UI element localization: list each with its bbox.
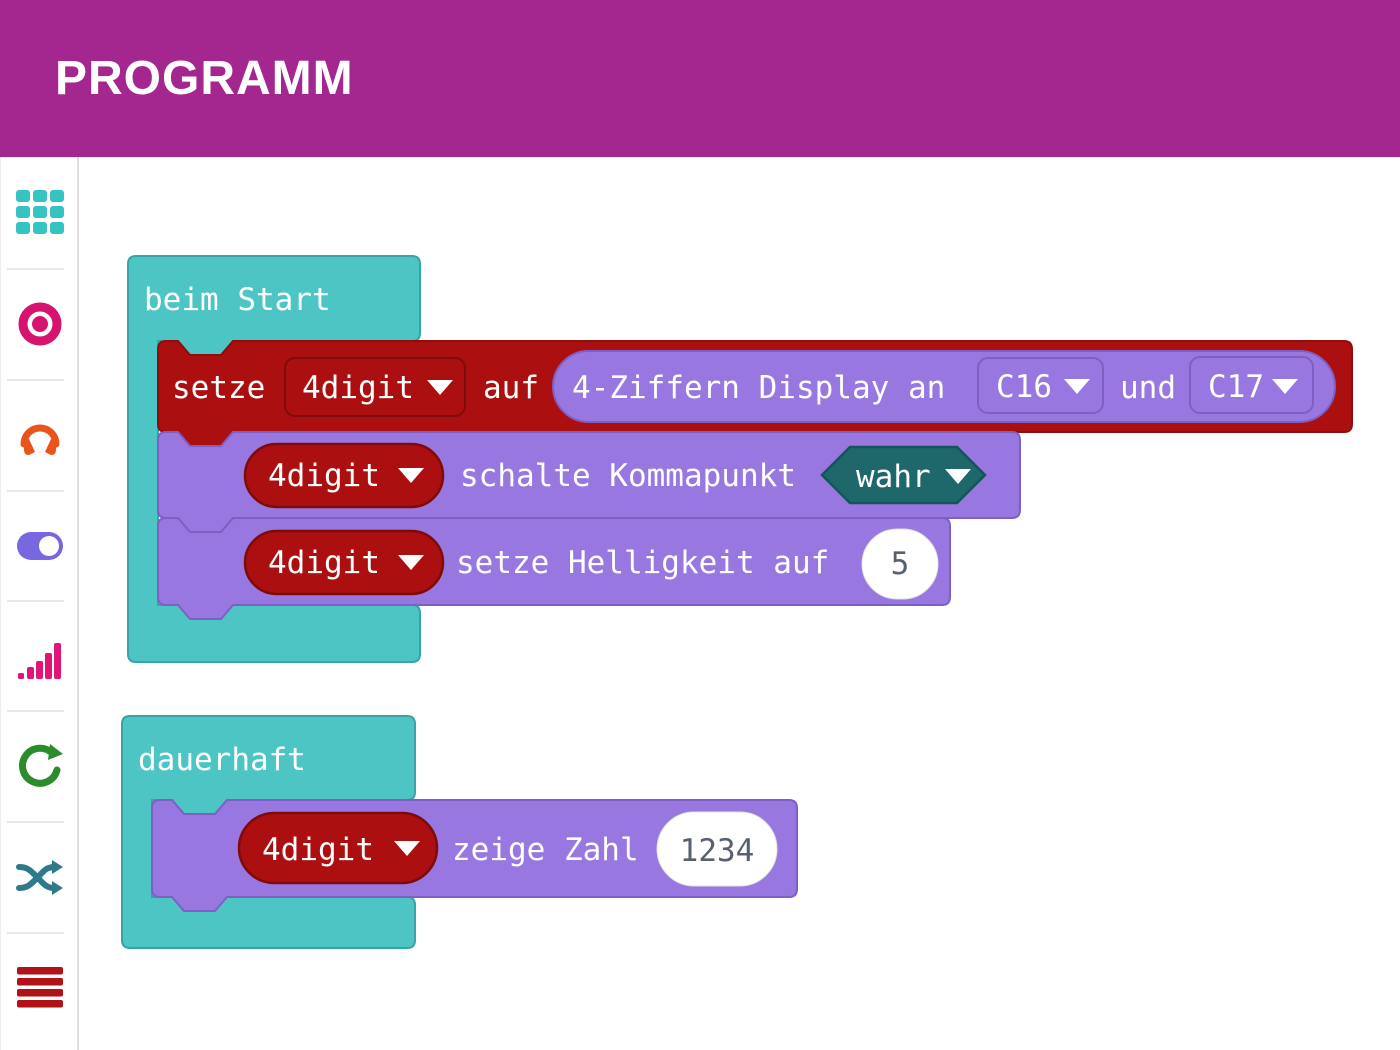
on-start-block[interactable] <box>127 255 421 663</box>
set-prefix-label: setze <box>172 370 265 406</box>
variable-dropdown[interactable] <box>237 811 439 885</box>
number-value-field[interactable] <box>656 811 778 887</box>
dropdown-caret-icon <box>1272 379 1298 394</box>
sidebar-item-headphones[interactable] <box>1 379 78 490</box>
variable-dropdown[interactable] <box>243 529 445 596</box>
dropdown-caret-icon <box>398 468 424 483</box>
refresh-icon <box>18 743 63 787</box>
variable-dropdown-label: 4digit <box>268 458 380 494</box>
toggle-icon <box>16 531 63 560</box>
sidebar-item-menu[interactable] <box>1 932 78 1043</box>
sidebar-item-refresh[interactable] <box>1 710 78 821</box>
grid-icon <box>15 189 64 234</box>
variable-dropdown-label: 4digit <box>302 370 414 406</box>
dropdown-caret-icon <box>394 841 420 856</box>
conjunction-label: und <box>1120 370 1176 406</box>
sidebar-item-grid[interactable] <box>1 157 78 268</box>
clk-pin-label: C16 <box>996 369 1052 405</box>
comma-point-label: schalte Kommapunkt <box>460 458 796 494</box>
dropdown-caret-icon <box>427 380 453 395</box>
sidebar-divider <box>7 710 64 712</box>
show-number-label: zeige Zahl <box>452 832 639 868</box>
sidebar-divider <box>7 490 64 492</box>
set-infix-label: auf <box>483 370 539 406</box>
variable-dropdown[interactable] <box>243 442 445 509</box>
page-title: PROGRAMM <box>55 52 354 105</box>
dropdown-caret-icon <box>398 555 424 570</box>
on-start-label: beim Start <box>144 282 331 318</box>
display-constructor-block[interactable] <box>552 350 1336 423</box>
sidebar-divider <box>7 932 64 934</box>
brightness-label: setze Helligkeit auf <box>456 545 829 581</box>
dio-pin-label: C17 <box>1208 369 1264 405</box>
sidebar-item-toggle[interactable] <box>1 490 78 601</box>
clk-pin-dropdown[interactable] <box>977 357 1104 414</box>
variable-dropdown[interactable] <box>284 357 466 417</box>
menu-bars-icon <box>16 966 63 1007</box>
sidebar-item-target[interactable] <box>1 268 78 379</box>
forever-label: dauerhaft <box>138 742 306 778</box>
sidebar-divider <box>7 821 64 823</box>
brightness-value-field[interactable] <box>861 528 939 600</box>
target-icon <box>18 302 61 345</box>
variable-dropdown-label: 4digit <box>268 545 380 581</box>
toolbox-sidebar <box>0 157 79 1050</box>
dropdown-caret-icon <box>945 469 971 484</box>
display-constructor-label: 4-Ziffern Display an <box>572 370 945 406</box>
sidebar-divider <box>7 600 64 602</box>
sidebar-divider <box>7 379 64 381</box>
dio-pin-dropdown[interactable] <box>1189 356 1314 414</box>
brightness-value: 5 <box>891 546 910 582</box>
shuffle-icon <box>15 859 63 895</box>
dropdown-caret-icon <box>1064 379 1090 394</box>
sidebar-divider <box>7 268 64 270</box>
headphones-icon <box>20 424 59 455</box>
variable-dropdown-label: 4digit <box>262 832 374 868</box>
app-header: PROGRAMM <box>0 0 1400 157</box>
signal-bars-icon <box>17 642 61 679</box>
boolean-dropdown-label: wahr <box>856 459 931 495</box>
sidebar-item-signal[interactable] <box>1 600 78 711</box>
boolean-dropdown[interactable] <box>820 445 987 505</box>
forever-block[interactable] <box>121 715 416 949</box>
number-value: 1234 <box>680 833 755 869</box>
sidebar-item-shuffle[interactable] <box>1 821 78 932</box>
